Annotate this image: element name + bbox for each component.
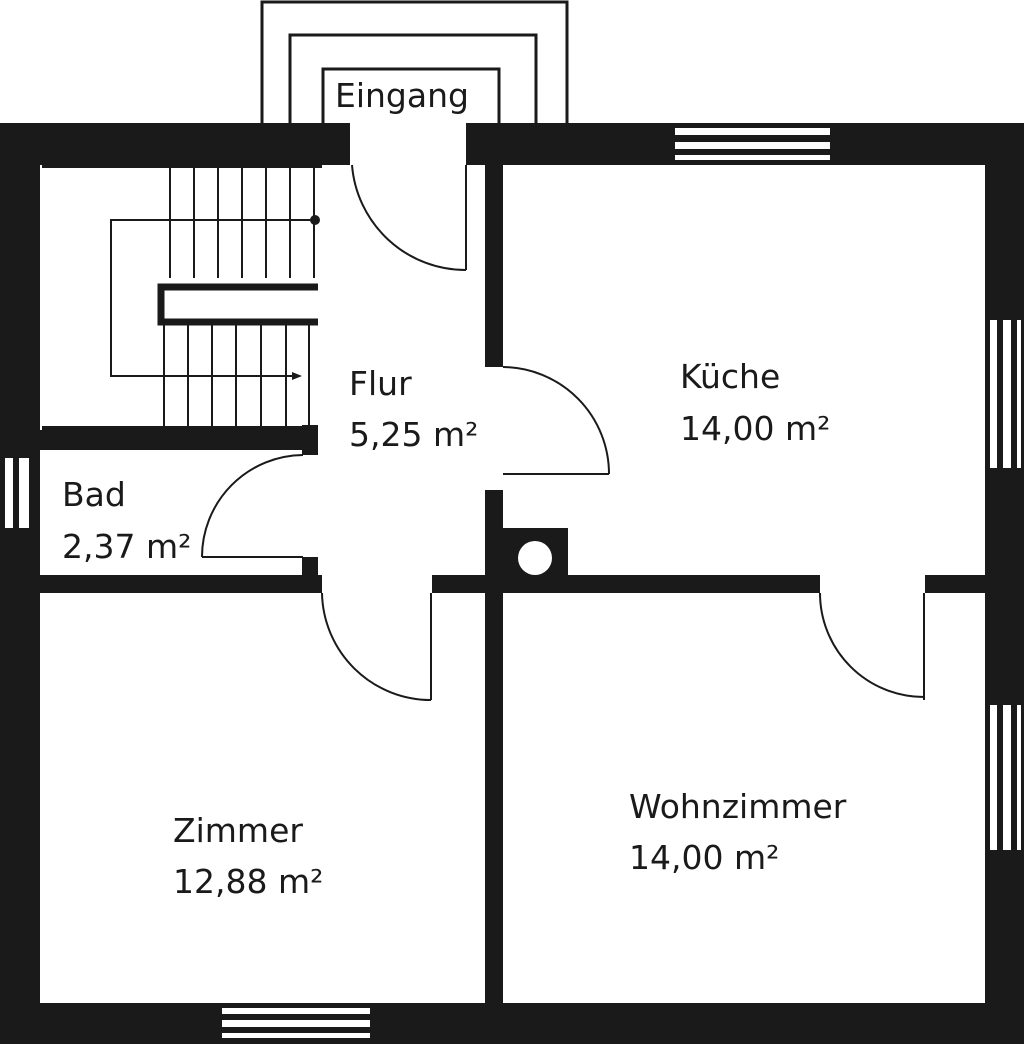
bathroom-door [201,454,304,558]
kitchen-label: Küche [680,357,780,396]
living-room-area: 14,00 m² [629,838,779,877]
bathroom-label: Bad [62,475,126,514]
bedroom-label: Zimmer [173,811,303,850]
entrance-label: Eingang [335,76,469,115]
bathroom-area: 2,37 m² [62,527,191,566]
kitchen-area: 14,00 m² [680,409,830,448]
hallway-label: Flur [349,364,412,403]
chimney-icon [518,541,552,575]
walls [0,123,1024,1044]
kitchen-door [502,366,610,475]
bedroom-area: 12,88 m² [173,862,323,901]
arrow-icon [292,372,302,380]
living-room-label: Wohnzimmer [629,787,847,826]
entrance-steps [260,0,569,123]
living-room-door [819,592,925,700]
staircase [42,164,322,430]
windows [5,128,1021,1038]
entrance-door [351,164,467,272]
doors [201,164,925,701]
bedroom-door [321,592,432,701]
hallway-area: 5,25 m² [349,415,478,454]
